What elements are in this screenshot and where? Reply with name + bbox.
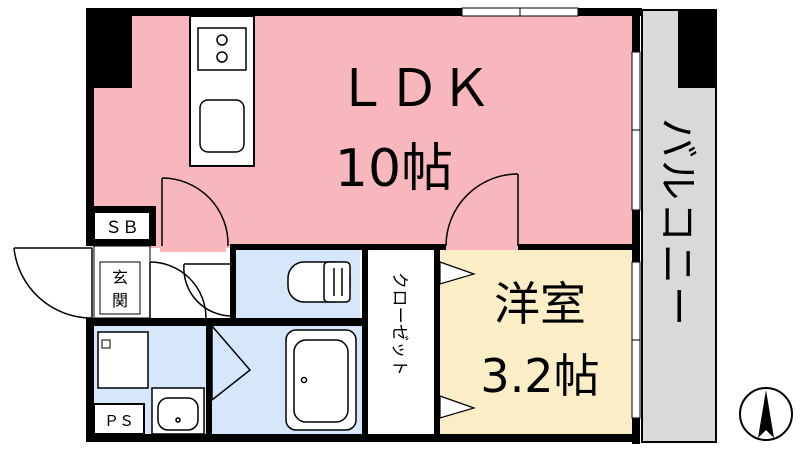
entrance-label-1: 玄 [112, 268, 128, 287]
kitchen-sink-icon [199, 99, 245, 153]
ldk-room [92, 14, 638, 248]
ldk-door-gap-1 [160, 244, 226, 252]
balcony-label: バルコニー [654, 118, 700, 326]
kitchen-counter [189, 15, 255, 167]
ldk-door-1 [161, 177, 229, 247]
shoe-box-label: ＳＢ [105, 218, 139, 238]
western-name: 洋室 [494, 277, 586, 331]
western-room [440, 248, 638, 434]
shoe-box [93, 211, 151, 241]
western-size: 3.2帖 [480, 349, 599, 403]
bath-door [211, 325, 252, 401]
pipe-space-label: ＰＳ [104, 412, 134, 430]
north-arrow-icon [758, 390, 774, 438]
entrance-label-2: 関 [112, 291, 128, 310]
bathtub [285, 329, 357, 431]
toilet-fixture [287, 261, 351, 303]
ldk-door-2 [445, 173, 519, 247]
closet-area [368, 248, 440, 434]
balcony-post-top [678, 10, 716, 88]
wash-basin [151, 387, 205, 435]
toilet-door [183, 263, 233, 317]
ldk-door-gap-2 [446, 244, 518, 250]
hall-door [149, 261, 207, 319]
ldk-size: 10帖 [335, 139, 453, 199]
window-right-ldk [631, 51, 641, 211]
ldk-name: ＬＤＫ [336, 59, 492, 119]
entrance-step [99, 261, 141, 315]
closet-label: クローゼット [389, 272, 409, 376]
compass [739, 387, 793, 441]
closet-doors [439, 261, 476, 419]
entrance-door [13, 247, 93, 319]
pipe-space [93, 403, 145, 435]
